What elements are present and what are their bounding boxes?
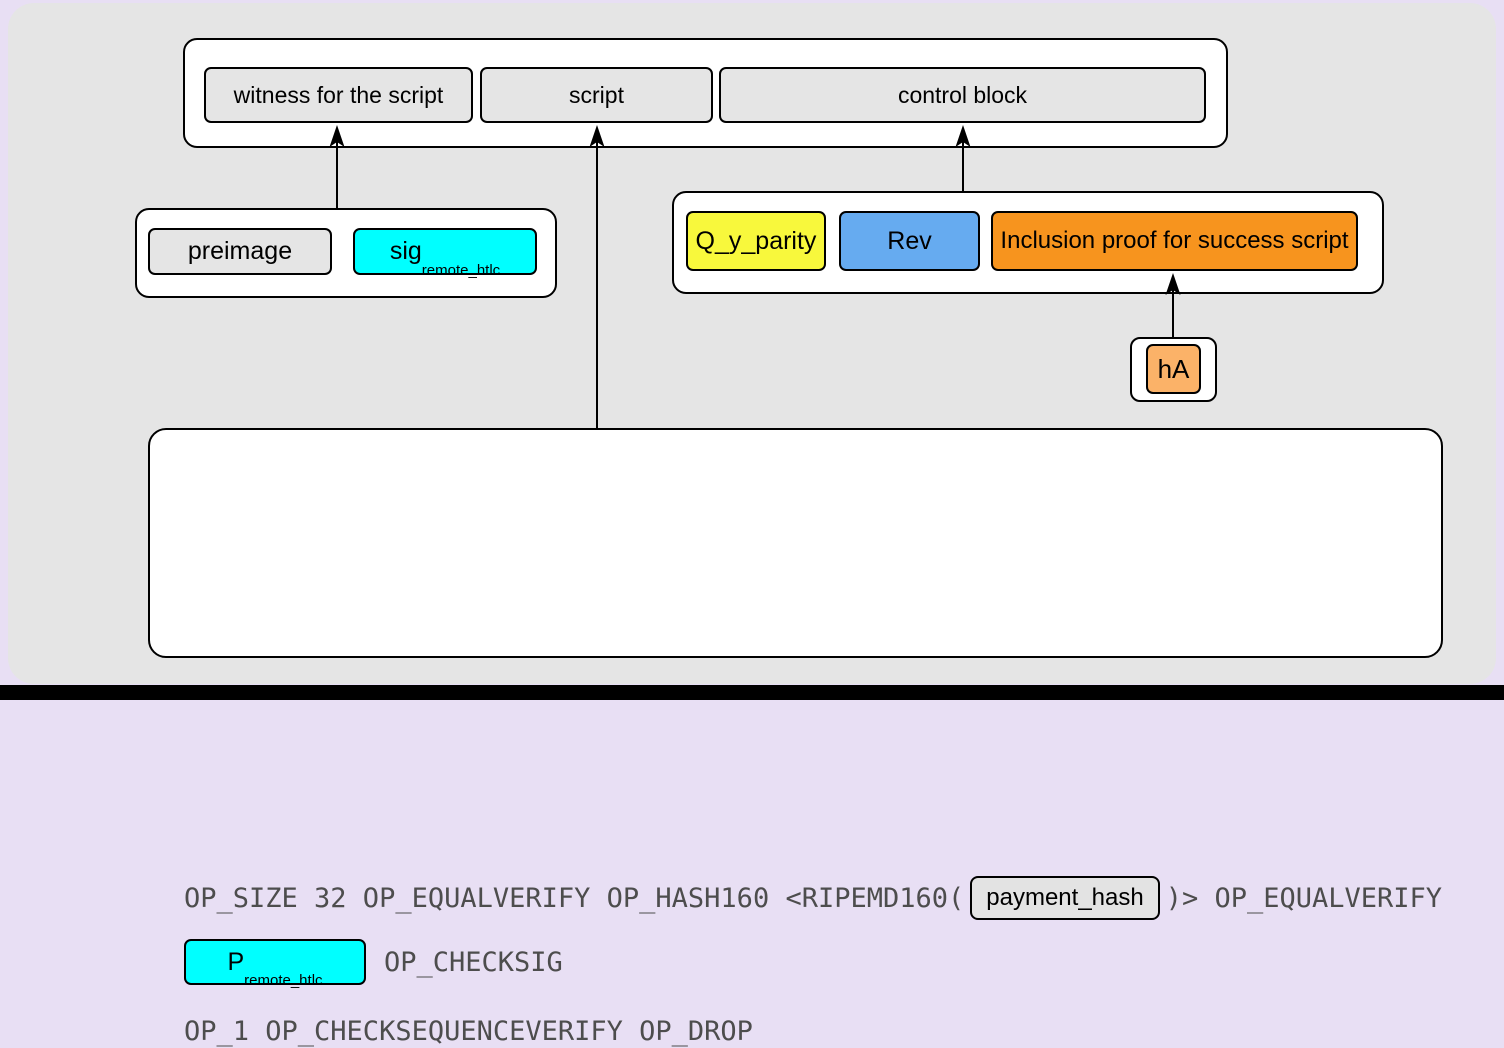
rev-box: Rev — [839, 211, 980, 271]
script-line-3: OP_1 OP_CHECKSEQUENCEVERIFY OP_DROP — [184, 1014, 753, 1048]
leaf-hash-box: hA — [1146, 344, 1201, 394]
preimage-label: preimage — [187, 237, 293, 265]
payment-hash-box: payment_hash — [970, 876, 1160, 920]
sig-base-label: sig — [389, 237, 422, 265]
preimage-box: preimage — [148, 228, 332, 275]
pubkey-subscript-label: remote_htlc — [244, 972, 323, 989]
script-line1-prefix: OP_SIZE 32 OP_EQUALVERIFY OP_HASH160 <RI… — [184, 882, 965, 914]
script-element-label: script — [569, 81, 624, 108]
q-y-parity-box: Q_y_parity — [686, 211, 826, 271]
sig-subscript-label: remote_htlc — [421, 262, 501, 279]
rev-label: Rev — [887, 226, 932, 255]
inclusion-proof-box: Inclusion proof for success script — [991, 211, 1358, 271]
script-line1-suffix: )> OP_EQUALVERIFY — [1165, 882, 1443, 914]
pubkey-base-label: P — [227, 947, 245, 976]
script-element-box: script — [480, 67, 713, 123]
script-line3-text: OP_1 OP_CHECKSEQUENCEVERIFY OP_DROP — [184, 1015, 753, 1047]
control-block-box: control block — [719, 67, 1206, 123]
witness-for-script-label: witness for the script — [233, 81, 444, 108]
payment-hash-label: payment_hash — [986, 884, 1144, 911]
script-line-1: OP_SIZE 32 OP_EQUALVERIFY OP_HASH160 <RI… — [184, 874, 1442, 922]
q-y-parity-label: Q_y_parity — [695, 226, 817, 255]
success-script-container: OP_SIZE 32 OP_EQUALVERIFY OP_HASH160 <RI… — [148, 428, 1443, 1047]
checksig-label: OP_CHECKSIG — [384, 946, 563, 978]
inclusion-proof-label: Inclusion proof for success script — [1000, 227, 1349, 254]
bottom-black-bar — [0, 685, 1504, 700]
leaf-hash-label: hA — [1157, 354, 1190, 384]
control-block-label: control block — [897, 81, 1028, 108]
witness-for-script-box: witness for the script — [204, 67, 473, 123]
